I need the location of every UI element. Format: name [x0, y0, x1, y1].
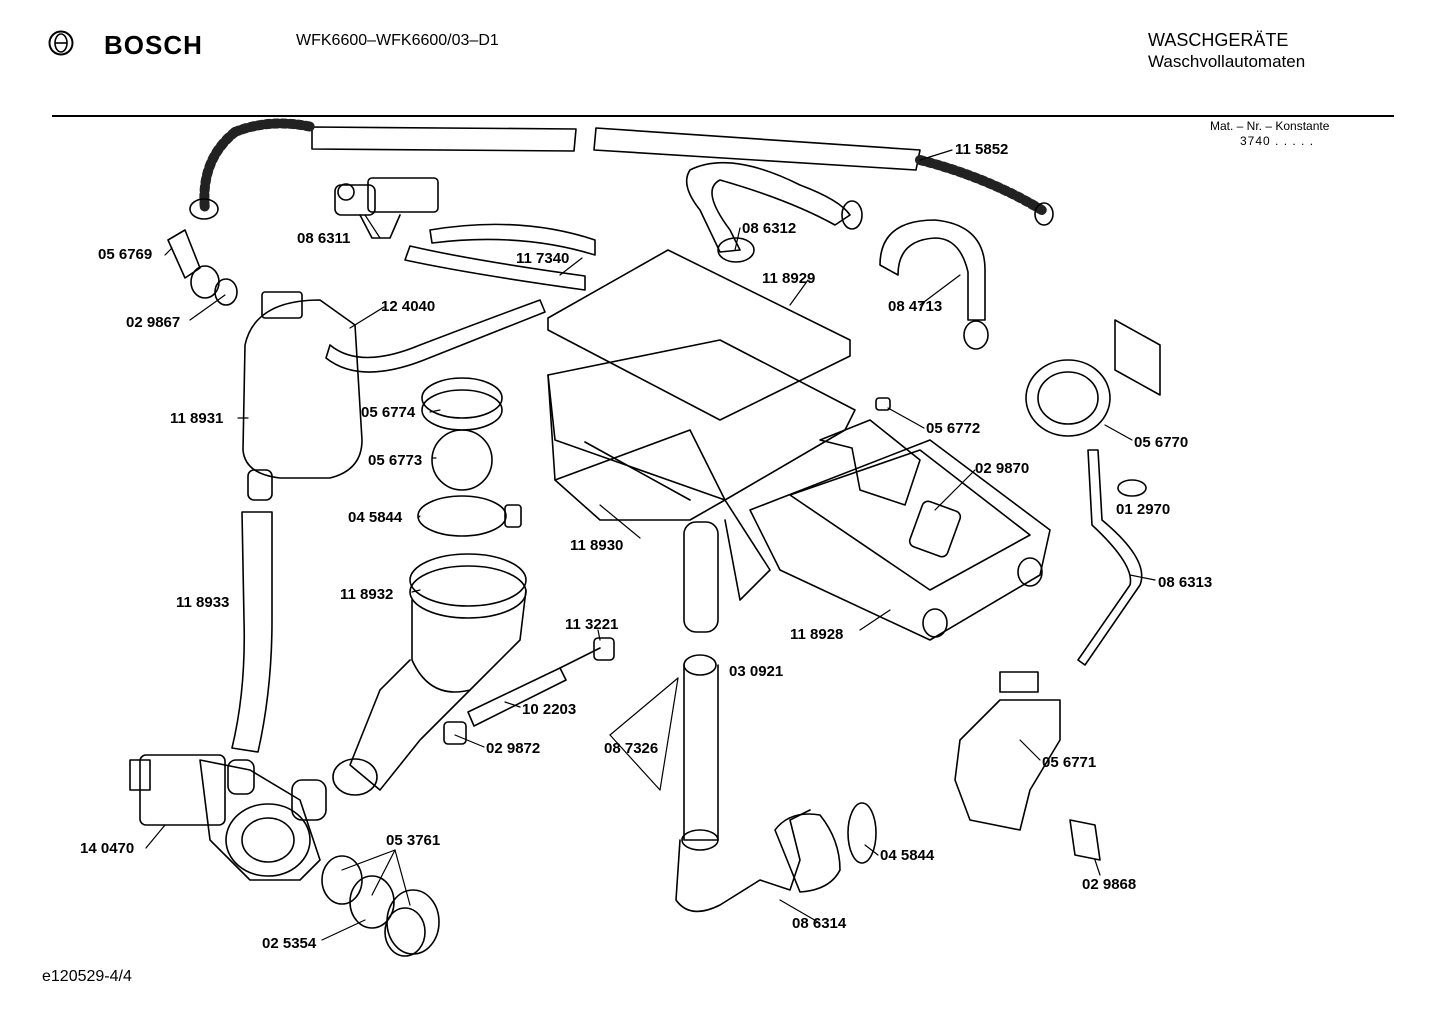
part-label: 02 9868	[1082, 876, 1137, 893]
category-title: WASCHGERÄTE	[1148, 30, 1289, 50]
category-subtitle: Waschvollautomaten	[1148, 52, 1306, 71]
part-label: 11 8931	[170, 410, 224, 427]
hose-08-6312	[687, 163, 850, 252]
hose-upper	[430, 224, 595, 255]
part-label: 05 6769	[98, 246, 153, 263]
part-label: 05 6772	[926, 420, 981, 437]
part-label: 11 8930	[570, 537, 624, 554]
part-label: 08 6314	[792, 915, 847, 932]
part-label: 11 8928	[790, 626, 844, 643]
mat-nr-value: 3740 . . . . .	[1240, 134, 1315, 148]
hose-11-7340	[405, 246, 585, 290]
seal-05-6774	[422, 378, 502, 418]
part-label: 11 8929	[762, 270, 816, 287]
part-label: 08 6312	[742, 220, 797, 237]
clamp-04-5844-lower	[848, 803, 876, 863]
part-label: 02 9867	[126, 314, 181, 331]
clamp-04-5844	[418, 496, 506, 536]
inlet-valve	[335, 178, 438, 238]
sensor-05-6771	[955, 700, 1060, 830]
mat-nr-label: Mat. – Nr. – Konstante	[1210, 119, 1330, 133]
hose-12-4040	[326, 300, 545, 372]
part-label: 08 6311	[297, 230, 351, 247]
header-divider	[52, 115, 1394, 117]
pressure-switch-05-6770	[1026, 320, 1160, 436]
ring-05-3761	[322, 856, 362, 904]
pump-14-0470	[130, 755, 326, 880]
part-label: 05 6773	[368, 452, 423, 469]
supply-hose	[190, 123, 1053, 225]
ring-01-2970	[1118, 480, 1146, 496]
part-label: 08 6313	[1158, 574, 1213, 591]
bosch-logo-icon	[48, 30, 74, 56]
container-11-8931	[243, 300, 362, 478]
part-label: 01 2970	[1116, 501, 1171, 518]
part-label: 05 6770	[1134, 434, 1189, 451]
part-label: 12 4040	[381, 298, 436, 315]
footer-code: e120529-4/4	[42, 968, 132, 985]
insert-02-9870	[908, 500, 962, 559]
part-label: 11 5852	[955, 141, 1009, 158]
part-label: 03 0921	[729, 663, 784, 680]
elbow-05-6769	[168, 230, 200, 278]
part-label: 10 2203	[522, 701, 577, 718]
part-label: 02 9870	[975, 460, 1030, 477]
part-label: 11 8932	[340, 586, 394, 603]
part-label: 11 3221	[565, 616, 619, 633]
part-label: 05 6774	[361, 404, 416, 421]
part-02-9868	[1070, 820, 1100, 860]
part-label: 02 9872	[486, 740, 541, 757]
cap-02-5354	[387, 890, 439, 954]
part-label: 08 7326	[604, 740, 659, 757]
bracket-08-4713	[880, 220, 985, 320]
drawer-housing	[548, 250, 855, 632]
part-label: 04 5844	[880, 847, 935, 864]
part-label: 11 8933	[176, 594, 230, 611]
drain-pipe-08-7326	[676, 655, 810, 911]
screw-05-6772	[876, 398, 890, 410]
hose-08-6314	[775, 814, 840, 892]
part-label: 11 7340	[516, 250, 570, 267]
ball-05-6773	[432, 430, 492, 490]
rod-10-2203	[468, 668, 566, 726]
brand-name: BOSCH	[104, 30, 203, 60]
part-label: 08 4713	[888, 298, 943, 315]
bellows-11-8932	[333, 554, 526, 795]
part-label: 05 3761	[386, 832, 441, 849]
model-number: WFK6600–WFK6600/03–D1	[296, 32, 499, 49]
part-label: 14 0470	[80, 840, 135, 857]
hose-11-8933	[232, 512, 272, 752]
hose-08-6313	[1078, 450, 1142, 665]
part-label: 02 5354	[262, 935, 317, 952]
detergent-drawer	[750, 420, 1050, 640]
leader-lines	[146, 150, 1155, 940]
part-label: 04 5844	[348, 509, 403, 526]
part-label: 05 6771	[1042, 754, 1097, 771]
